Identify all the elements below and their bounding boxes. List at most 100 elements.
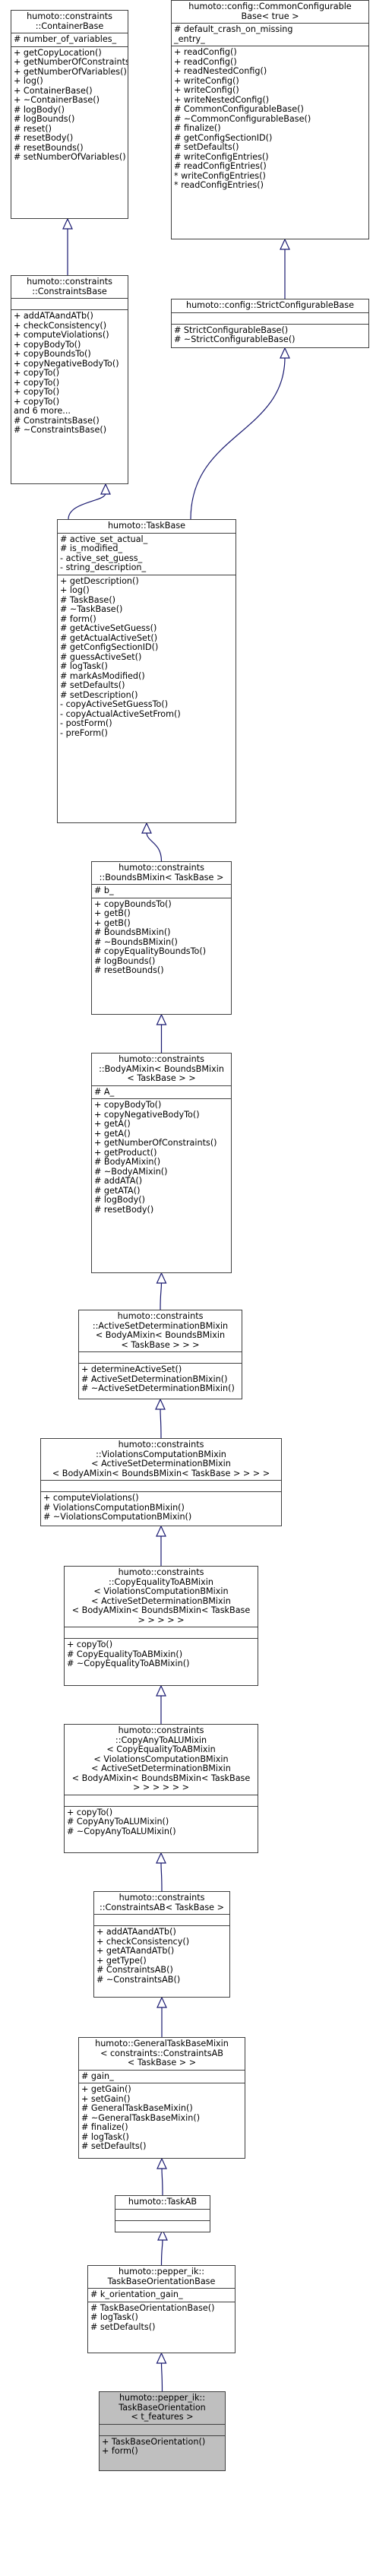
class-method: + determineActiveSet() <box>81 1364 182 1374</box>
class-method: # addATA() <box>94 1176 143 1186</box>
class-name-line[interactable]: < BodyAMixin< BoundsBMixin< TaskBase <box>71 1605 251 1615</box>
class-method: # setNumberOfVariables() <box>14 152 126 162</box>
class-name-line[interactable]: < BodyAMixin< BoundsBMixin <box>95 1330 226 1340</box>
class-title-section: humoto::constraints::ViolationsComputati… <box>41 1439 281 1480</box>
class-name-line[interactable]: humoto::constraints <box>118 1725 204 1735</box>
class-name-line[interactable]: ::BoundsBMixin< TaskBase > <box>99 872 224 882</box>
class-name-line[interactable]: ::CopyAnyToALUMixin <box>115 1735 207 1745</box>
class-name-line[interactable]: humoto::TaskBase <box>107 521 186 531</box>
class-name-line[interactable]: < BodyAMixin< BoundsBMixin< TaskBase > >… <box>52 1468 270 1478</box>
class-name-line[interactable]: humoto::config::StrictConfigurableBase <box>186 300 354 310</box>
class-name-line[interactable]: < TaskBase > > <box>127 2058 197 2067</box>
class-method: - copyActiveSetGuessTo() <box>60 699 169 709</box>
class-method: # copyEqualityBoundsTo() <box>94 946 207 956</box>
class-name-line[interactable]: < ActiveSetDeterminationBMixin <box>91 1595 231 1606</box>
class-name-line[interactable]: TaskBaseOrientation <box>119 2402 206 2413</box>
class-name-line[interactable]: humoto::constraints <box>118 1567 204 1577</box>
class-method: + getA() <box>94 1128 131 1139</box>
class-methods-section: + copyBodyTo()+ copyNegativeBodyTo()+ ge… <box>92 1098 231 1216</box>
class-name-line[interactable]: < ViolationsComputationBMixin <box>93 1754 229 1764</box>
class-node-copy-any-to-alu-mixin[interactable]: humoto::constraints::CopyAnyToALUMixin< … <box>64 1724 258 1853</box>
class-method: - postForm() <box>60 718 112 728</box>
class-title-section: humoto::TaskBase <box>58 520 235 533</box>
class-node-task-base[interactable]: humoto::TaskBase# active_set_actual_# is… <box>57 519 236 823</box>
class-attributes-section: # gain_ <box>79 2069 245 2083</box>
class-name-line[interactable]: ::ConstraintsAB< TaskBase > <box>100 1902 224 1912</box>
class-method: # ~GeneralTaskBaseMixin() <box>81 2112 201 2123</box>
class-name-line[interactable]: ::ContainerBase <box>35 21 104 31</box>
class-name-line[interactable]: humoto::constraints <box>117 1311 204 1321</box>
class-method: + getType() <box>96 1955 147 1966</box>
class-method: # resetBounds() <box>14 142 84 153</box>
class-name-line[interactable]: < TaskBase > > > <box>121 1339 200 1350</box>
class-name-line[interactable]: ::ViolationsComputationBMixin <box>96 1449 226 1459</box>
class-node-container-base[interactable]: humoto::constraints::ContainerBase# numb… <box>11 10 128 219</box>
class-method: + getNumberOfConstraints() <box>14 57 128 67</box>
class-method: + copyTo() <box>14 396 60 407</box>
class-method: # guessActiveSet() <box>60 651 142 662</box>
class-node-general-task-base-mixin[interactable]: humoto::GeneralTaskBaseMixin< constraint… <box>78 2037 245 2159</box>
class-node-violations-computation-b-mixin[interactable]: humoto::constraints::ViolationsComputati… <box>40 1438 282 1526</box>
class-name-line[interactable]: humoto::constraints <box>119 1054 204 1064</box>
class-name-line[interactable]: < constraints::ConstraintsAB <box>100 2048 223 2058</box>
class-method: # resetBounds() <box>94 965 164 975</box>
class-name-line[interactable]: < TaskBase > > <box>127 1073 196 1083</box>
class-method: + addATAandATb() <box>14 311 93 321</box>
class-name-line[interactable]: humoto::GeneralTaskBaseMixin <box>95 2039 229 2048</box>
class-name-line[interactable]: ::BodyAMixin< BoundsBMixin <box>99 1063 224 1074</box>
class-name-line[interactable]: ::ActiveSetDeterminationBMixin <box>92 1320 229 1331</box>
class-method: # CopyEqualityToABMixin() <box>67 1649 183 1659</box>
class-method: # logBounds() <box>94 955 156 966</box>
class-node-bounds-b-mixin[interactable]: humoto::constraints::BoundsBMixin< TaskB… <box>91 861 232 1015</box>
class-node-task-ab[interactable]: humoto::TaskAB <box>115 2195 210 2232</box>
inheritance-edge <box>160 1408 162 1439</box>
class-method: # finalize() <box>174 123 221 133</box>
class-method: # ~ViolationsComputationBMixin() <box>43 1512 192 1522</box>
class-node-copy-equality-to-ab-mixin[interactable]: humoto::constraints::CopyEqualityToABMix… <box>64 1566 258 1686</box>
class-name-line[interactable]: ::CopyEqualityToABMixin <box>109 1576 213 1587</box>
class-name-line[interactable]: < CopyEqualityToABMixin <box>106 1744 216 1754</box>
class-method: + addATAandATb() <box>96 1927 176 1937</box>
class-name-line[interactable]: > > > > > <box>138 1614 185 1625</box>
class-name-line[interactable]: TaskBaseOrientationBase <box>107 2276 216 2286</box>
class-method: # logBounds() <box>14 114 75 124</box>
class-methods-section: + addATAandATb()+ checkConsistency()+ ge… <box>94 1925 229 1986</box>
class-method: # readConfigEntries() <box>174 161 267 171</box>
class-methods-section: + readConfig()+ readConfig()+ readNested… <box>172 46 368 192</box>
class-node-task-base-orientation[interactable]: humoto::pepper_ik::TaskBaseOrientationBa… <box>87 2265 235 2353</box>
class-name-line[interactable]: humoto::config::CommonConfigurable <box>188 2 352 11</box>
class-method: # setDescription() <box>60 689 138 700</box>
class-node-constraints-ab[interactable]: humoto::constraints::ConstraintsAB< Task… <box>93 1891 230 1998</box>
class-name-line[interactable]: humoto::constraints <box>27 11 112 21</box>
class-name-line[interactable]: humoto::pepper_ik:: <box>119 2393 206 2403</box>
class-node-body-a-mixin[interactable]: humoto::constraints::BodyAMixin< BoundsB… <box>91 1053 232 1273</box>
class-name-line[interactable]: < t_features > <box>131 2412 194 2422</box>
class-name-line[interactable]: < BodyAMixin< BoundsBMixin< TaskBase <box>71 1773 251 1783</box>
class-name-line[interactable]: humoto::constraints <box>119 863 204 873</box>
class-name-line[interactable]: humoto::constraints <box>119 1893 205 1903</box>
class-name-line[interactable]: humoto::TaskAB <box>128 2197 198 2207</box>
class-name-line[interactable]: ::ConstraintsBase <box>32 286 107 296</box>
class-node-strict-configurable-base[interactable]: humoto::config::StrictConfigurableBase# … <box>171 299 369 348</box>
class-method: # getConfigSectionID() <box>174 132 273 143</box>
class-name-line[interactable]: humoto::pepper_ik:: <box>118 2267 205 2277</box>
class-attribute: # default_crash_on_missing <box>174 24 293 34</box>
class-name-line[interactable]: Base< true > <box>241 11 299 21</box>
inheritance-edge <box>160 1862 163 1892</box>
class-name-line[interactable]: < ActiveSetDeterminationBMixin <box>91 1763 231 1773</box>
class-method: + readConfig() <box>174 47 237 57</box>
class-name-line[interactable]: < ActiveSetDeterminationBMixin <box>91 1459 231 1469</box>
class-method: # logTask() <box>81 2131 129 2142</box>
class-method: # form() <box>60 613 96 624</box>
class-node-task-base-orientation-t[interactable]: humoto::pepper_ik::TaskBaseOrientation< … <box>99 2391 226 2471</box>
class-attribute: - active_set_guess_ <box>60 553 143 563</box>
class-name-line[interactable]: humoto::constraints <box>27 277 112 287</box>
class-name-line[interactable]: > > > > > > <box>132 1782 190 1792</box>
class-node-active-set-determination-b-mixin[interactable]: humoto::constraints::ActiveSetDeterminat… <box>78 1310 242 1399</box>
class-name-line[interactable]: humoto::constraints <box>118 1440 204 1450</box>
class-node-constraints-base[interactable]: humoto::constraints::ConstraintsBase+ ad… <box>11 275 128 484</box>
class-name-line[interactable]: < ViolationsComputationBMixin <box>93 1586 229 1596</box>
